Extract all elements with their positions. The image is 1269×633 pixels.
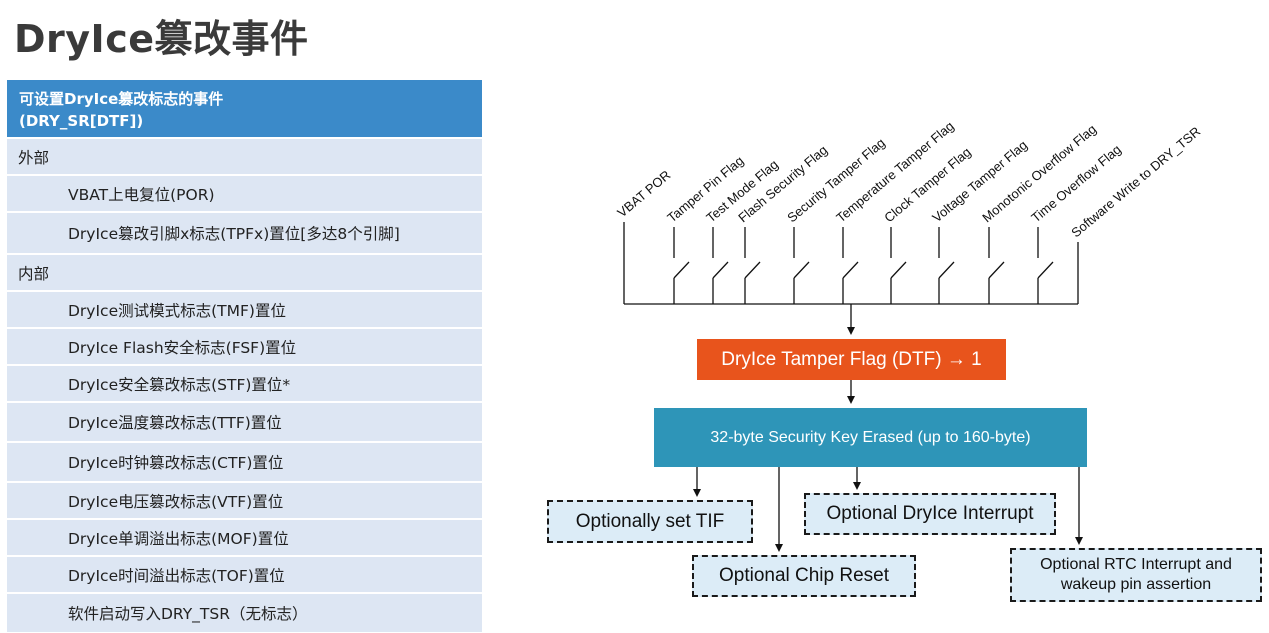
event-table: 可设置DryIce篡改标志的事件 (DRY_SR[DTF]) 外部 VBAT上电… xyxy=(7,80,482,632)
key-erased-box: 32-byte Security Key Erased (up to 160-b… xyxy=(654,408,1087,467)
table-row: DryIce篡改引脚x标志(TPFx)置位[多达8个引脚] xyxy=(7,211,482,253)
flag-label: Voltage Tamper Flag xyxy=(929,137,1030,225)
section-external: 外部 xyxy=(7,137,482,174)
flag-label: Clock Tamper Flag xyxy=(881,144,973,225)
table-row: 软件启动写入DRY_TSR（无标志） xyxy=(7,592,482,632)
table-row: DryIce Flash安全标志(FSF)置位 xyxy=(7,327,482,364)
section-internal: 内部 xyxy=(7,253,482,290)
table-row: DryIce时钟篡改标志(CTF)置位 xyxy=(7,441,482,481)
optional-tif-box: Optionally set TIF xyxy=(547,500,753,543)
table-row: DryIce单调溢出标志(MOF)置位 xyxy=(7,518,482,555)
table-row: DryIce时间溢出标志(TOF)置位 xyxy=(7,555,482,592)
switch-icon xyxy=(938,261,955,279)
connector-lines xyxy=(624,303,1083,552)
table-header-line1: 可设置DryIce篡改标志的事件 xyxy=(19,90,224,108)
page-title: DryIce篡改事件 xyxy=(14,17,309,61)
table-row: DryIce安全篡改标志(STF)置位* xyxy=(7,364,482,401)
table-row: DryIce电压篡改标志(VTF)置位 xyxy=(7,481,482,518)
table-header-line2: (DRY_SR[DTF]) xyxy=(19,112,144,130)
table-row: DryIce温度篡改标志(TTF)置位 xyxy=(7,401,482,441)
switch-icon xyxy=(712,261,729,279)
table-row: DryIce测试模式标志(TMF)置位 xyxy=(7,290,482,327)
optional-rtc-interrupt-box: Optional RTC Interrupt and wakeup pin as… xyxy=(1010,548,1262,602)
switch-icon xyxy=(673,261,690,279)
optional-chip-reset-box: Optional Chip Reset xyxy=(692,555,916,597)
flag-switches xyxy=(623,222,1079,304)
switch-icon xyxy=(842,261,859,279)
switch-icon xyxy=(793,261,810,279)
switch-icon xyxy=(744,261,761,279)
switch-icon xyxy=(988,261,1005,279)
table-header: 可设置DryIce篡改标志的事件 (DRY_SR[DTF]) xyxy=(7,80,482,137)
table-row: VBAT上电复位(POR) xyxy=(7,174,482,211)
optional-dryice-interrupt-box: Optional DryIce Interrupt xyxy=(804,493,1056,535)
switch-icon xyxy=(1037,261,1054,279)
dtf-box: DryIce Tamper Flag (DTF) → 1 xyxy=(697,339,1006,380)
switch-icon xyxy=(890,261,907,279)
